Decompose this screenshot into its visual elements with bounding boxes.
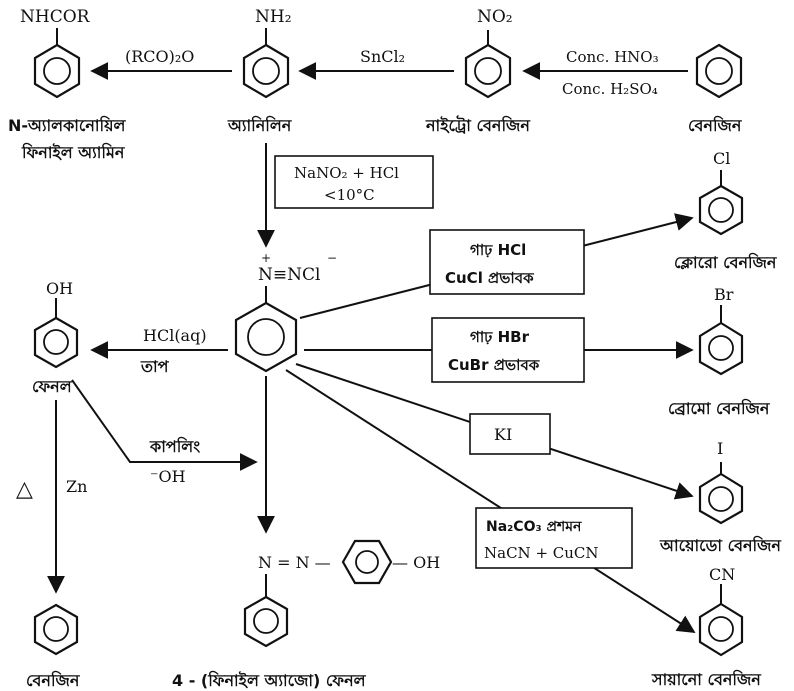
aniline-name: অ্যানিলিন xyxy=(227,115,293,135)
cl-label: Cl xyxy=(713,149,730,168)
cyanation-arrow xyxy=(285,369,696,633)
heat-triangle: △ xyxy=(16,477,33,502)
chlorobenzene-structure xyxy=(698,170,744,236)
diazonium-minus: − xyxy=(327,251,337,265)
iodobenzene-name: আয়োডো বেনজিন xyxy=(659,535,782,555)
reduction-reagent: SnCl₂ xyxy=(360,47,405,66)
no2-label: NO₂ xyxy=(477,7,513,27)
bromobenzene-structure xyxy=(698,305,744,376)
diazotization-box xyxy=(274,155,434,209)
azo-label: N = N — xyxy=(258,553,331,572)
azo-phenol-ring xyxy=(341,539,393,585)
nitration-reagent-2: Conc. H₂SO₄ xyxy=(562,80,658,98)
azo-phenyl-ring xyxy=(243,574,289,648)
diazotization-reagent-2: <10°C xyxy=(324,186,375,204)
br-label: Br xyxy=(714,285,734,304)
bromo-reagent-1: গাঢ় HBr xyxy=(470,328,530,346)
benzene-start-structure xyxy=(695,43,743,99)
diazotization-reagent-1: NaNO₂ + HCl xyxy=(294,164,399,182)
azo-compound-name: 4 - (ফিনাইল অ্যাজো) ফেনল xyxy=(172,670,367,690)
n-alkanoyl-phenylamine-structure xyxy=(33,28,81,99)
nitration-reagent-1: Conc. HNO₃ xyxy=(566,48,659,66)
chlorobenzene-name: ক্লোরো বেনজিন xyxy=(674,252,778,272)
nh2-label: NH₂ xyxy=(255,7,292,27)
iodo-reagent-box xyxy=(469,413,551,455)
iodo-reagent: KI xyxy=(494,425,512,444)
zn-reagent: Zn xyxy=(66,477,87,496)
n-alkanoyl-name-line2: ফিনাইল অ্যামিন xyxy=(21,142,126,162)
iodobenzene-structure xyxy=(698,462,744,525)
phenol-name: ফেনল xyxy=(32,377,73,396)
cyanobenzene-name: সায়ানো বেনজিন xyxy=(651,669,762,689)
coupling-reagent-1: কাপলিং xyxy=(149,436,200,456)
benzene-end-name: বেনজিন xyxy=(26,670,81,690)
phenol-coupling-arrow xyxy=(71,379,258,471)
hydrolysis-reagent-2: তাপ xyxy=(140,357,170,376)
chloro-reagent-2: CuCl প্রভাবক xyxy=(445,269,534,287)
i-label: I xyxy=(717,439,723,458)
diazonium-label: N≡NCl xyxy=(258,265,320,285)
n-alkanoyl-name-line1: N-অ্যালকানোয়িল xyxy=(8,115,127,135)
bromo-reagent-box xyxy=(431,317,585,383)
acylation-reagent: (RCO)₂O xyxy=(125,47,194,66)
cyano-reagent-box xyxy=(475,507,633,569)
aniline-structure xyxy=(242,28,290,99)
cn-label: CN xyxy=(709,565,735,584)
nhcor-label: NHCOR xyxy=(20,7,91,27)
cyano-reagent-2: NaCN + CuCN xyxy=(484,544,599,562)
bromobenzene-name: ব্রোমো বেনজিন xyxy=(668,398,771,418)
coupling-reagent-2: ⁻OH xyxy=(150,467,186,486)
cyanobenzene-structure xyxy=(698,584,744,657)
oh-label: OH xyxy=(46,279,73,298)
chloro-reagent-box xyxy=(429,229,585,295)
azo-oh-label: — OH xyxy=(392,553,440,572)
diazonium-plus: + xyxy=(261,251,271,265)
chloro-reagent-1: গাঢ় HCl xyxy=(470,241,526,259)
nitrobenzene-name: নাইট্রো বেনজিন xyxy=(425,115,531,135)
nitrobenzene-structure xyxy=(464,30,512,99)
hydrolysis-reagent-1: HCl(aq) xyxy=(143,326,207,345)
bromo-reagent-2: CuBr প্রভাবক xyxy=(448,356,540,374)
diazonium-structure xyxy=(234,286,298,373)
benzene-end-structure xyxy=(33,603,79,656)
cyano-reagent-1: Na₂CO₃ প্রশমন xyxy=(486,519,582,535)
phenol-structure xyxy=(33,298,79,369)
benzene-start-name: বেনজিন xyxy=(688,115,743,135)
